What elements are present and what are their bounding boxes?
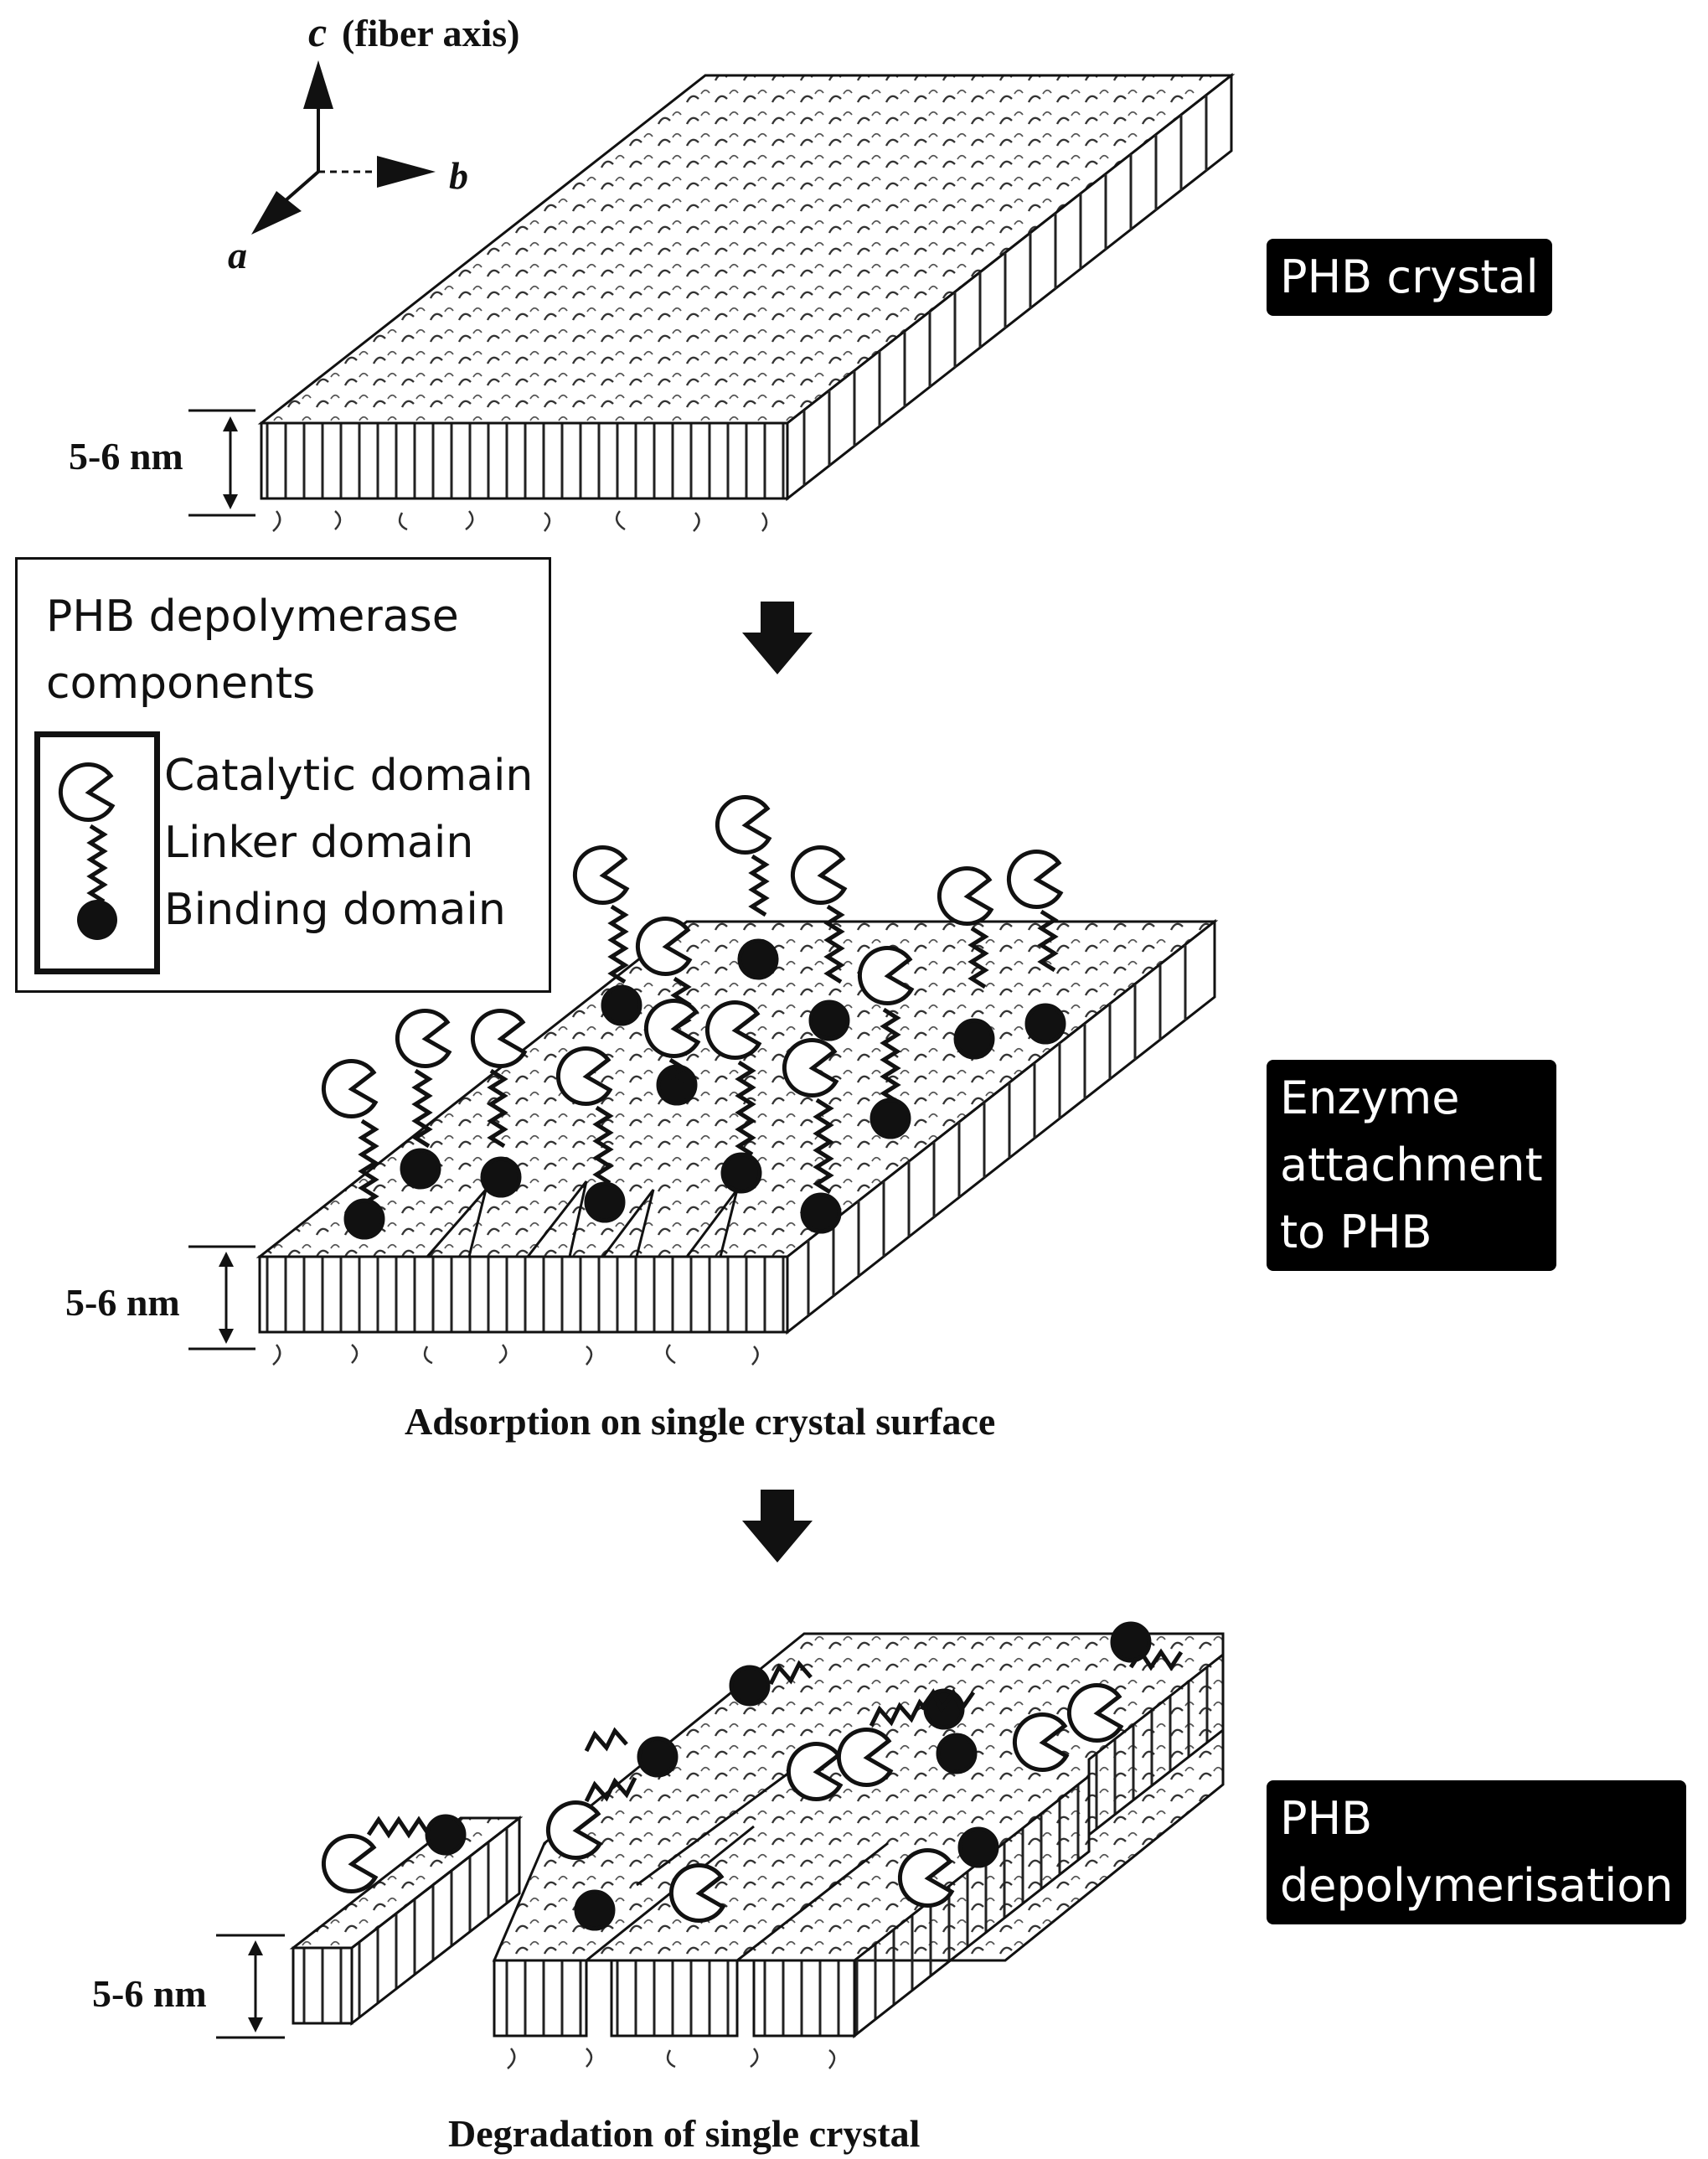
stage-3-label-line: depolymerisation	[1280, 1859, 1674, 1912]
legend-title: PHB depolymerase components	[46, 583, 459, 717]
axes-indicator	[251, 60, 436, 235]
thickness-marker-3	[216, 1934, 285, 2039]
legend-item-catalytic: Catalytic domain	[164, 751, 534, 801]
stage-1-label: PHB crystal	[1267, 239, 1552, 316]
axis-c-label: c	[308, 8, 327, 55]
stage-3-label-line: PHB	[1280, 1792, 1373, 1845]
legend-enzyme-symbol-box	[34, 731, 160, 974]
stage-2-label-line: Enzyme	[1280, 1072, 1460, 1124]
enzyme	[558, 1049, 626, 1223]
stage-2-label: Enzyme attachment to PHB	[1267, 1060, 1556, 1271]
enzyme	[397, 1011, 449, 1190]
axis-b-label: b	[449, 154, 468, 197]
crystal-lamella-1	[257, 72, 1236, 532]
stage-2-label-line: attachment	[1280, 1139, 1543, 1191]
legend-box: PHB depolymerase components Catalytic do…	[15, 557, 551, 993]
stage-2-caption: Adsorption on single crystal surface	[405, 1400, 996, 1443]
stage-2-label-line: to PHB	[1280, 1206, 1432, 1258]
stage-3-label: PHB depolymerisation	[1267, 1780, 1687, 1924]
enzyme	[323, 1061, 385, 1240]
enzyme	[939, 869, 995, 1060]
legend-title-line: PHB depolymerase	[46, 591, 459, 642]
enzyme	[859, 948, 911, 1139]
process-arrow-1	[742, 602, 813, 674]
enzyme	[707, 1003, 762, 1194]
enzyme	[646, 1001, 698, 1087]
stage-3-caption: Degradation of single crystal	[448, 2112, 921, 2155]
axis-a-label: a	[228, 234, 247, 276]
crystal-fragment-small	[289, 1815, 524, 2027]
adsorbed-enzymes	[323, 798, 1066, 1240]
degrading-enzymes	[323, 1621, 1184, 1931]
thickness-marker-1	[188, 409, 255, 517]
thickness-label-1: 5-6 nm	[69, 435, 183, 478]
legend-item-linker: Linker domain	[164, 818, 474, 868]
legend-title-line: components	[46, 659, 316, 709]
thickness-label-2: 5-6 nm	[65, 1281, 180, 1324]
process-arrow-2	[742, 1490, 813, 1562]
legend-item-binding: Binding domain	[164, 885, 506, 935]
axis-c-description: (fiber axis)	[342, 12, 520, 54]
enzyme	[575, 848, 642, 1026]
thickness-label-3: 5-6 nm	[92, 1972, 207, 2015]
legend-enzyme-icon	[58, 762, 117, 940]
enzyme	[784, 1041, 842, 1234]
enzyme	[792, 848, 850, 1041]
enzyme	[472, 1011, 524, 1198]
thickness-marker-2	[188, 1245, 255, 1351]
stage-1-label-line: PHB crystal	[1280, 251, 1539, 303]
enzyme	[717, 798, 779, 980]
enzyme	[1009, 852, 1066, 1045]
